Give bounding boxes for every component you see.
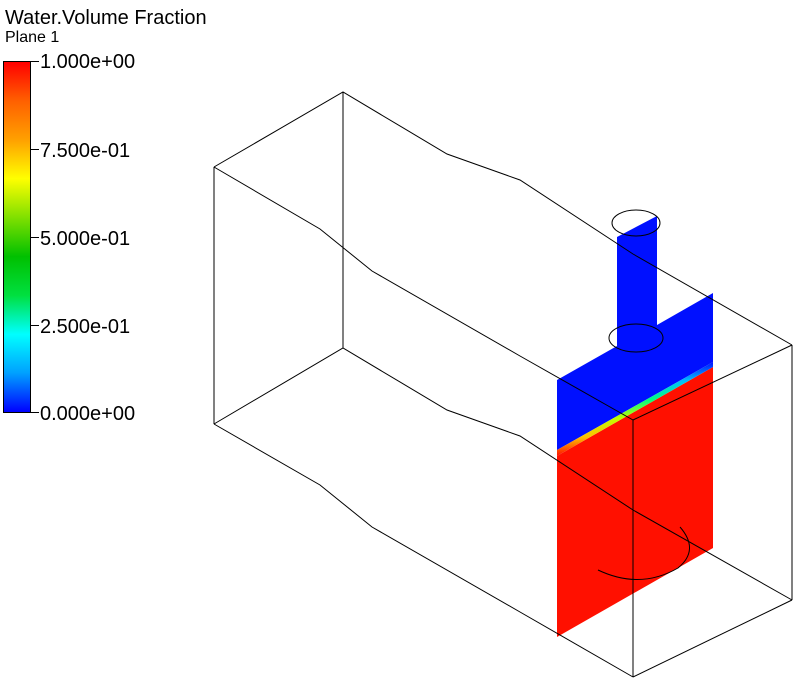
legend-tick-label-075: 7.500e-01 — [40, 140, 131, 162]
domain-wireframe — [213, 91, 793, 678]
color-legend-bar — [3, 61, 31, 413]
air-region — [557, 216, 713, 450]
legend-tick-label-max: 1.000e+00 — [40, 51, 136, 73]
pipe-outlines — [597, 209, 690, 580]
legend-tick-mark — [31, 412, 39, 413]
legend-tick-label-050: 5.000e-01 — [40, 228, 131, 250]
legend-tick-mark — [31, 61, 39, 62]
water-region — [557, 367, 713, 637]
legend-title: Water.Volume Fraction — [5, 7, 207, 29]
plane-1-contour — [557, 216, 713, 637]
pipe-bottom-opening — [608, 323, 664, 353]
legend-tick-mark — [31, 237, 39, 238]
interface-band — [557, 362, 713, 456]
pipe-top-opening — [611, 209, 661, 237]
legend-tick-label-025: 2.500e-01 — [40, 316, 131, 338]
legend-tick-mark — [31, 325, 39, 326]
outlet-arc — [597, 526, 690, 580]
legend-tick-mark — [31, 149, 39, 150]
legend-tick-label-min: 0.000e+00 — [40, 403, 136, 425]
legend-subtitle: Plane 1 — [5, 29, 60, 46]
